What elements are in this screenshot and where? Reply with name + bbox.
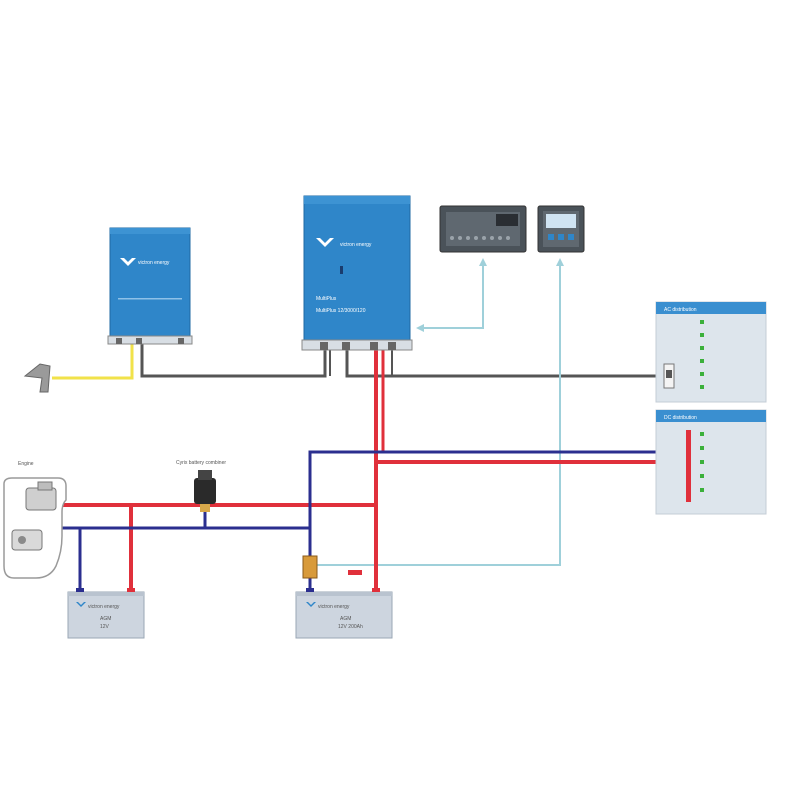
- inverter-model-2: MultiPlus 12/3000/120: [316, 308, 366, 314]
- charger-brand: victron energy: [138, 260, 170, 266]
- shore-plug-icon: [23, 363, 51, 393]
- shore-power-wire: [52, 340, 134, 380]
- charger-unit[interactable]: victron energy: [107, 227, 193, 345]
- monitor-icon[interactable]: [537, 205, 585, 253]
- battery-start-line2: 12V: [100, 624, 110, 630]
- terminal-icon: [306, 588, 314, 592]
- breaker-icon[interactable]: [700, 474, 704, 478]
- victron-logo-icon-3: [76, 602, 86, 607]
- breaker-icon[interactable]: [700, 446, 704, 450]
- terminal-icon: [372, 588, 380, 592]
- breaker-icon[interactable]: [700, 385, 704, 389]
- battery-start-line1: AGM: [100, 616, 111, 622]
- inverter-unit[interactable]: victron energy MultiPlus MultiPlus 12/30…: [301, 195, 413, 351]
- breaker-icon[interactable]: [700, 320, 704, 324]
- breaker-icon[interactable]: [700, 346, 704, 350]
- battery-house-line2: 12V 200Ah: [338, 624, 363, 630]
- breaker-icon[interactable]: [700, 488, 704, 492]
- victron-logo-icon-2: [316, 238, 334, 247]
- battery-house: victron energy AGM 12V 200Ah: [295, 591, 393, 639]
- victron-logo-icon-4: [306, 602, 316, 607]
- neg-wire-dc-panel: [308, 450, 688, 592]
- battery-house-line1: AGM: [340, 616, 351, 622]
- inverter-model-1: MultiPlus: [316, 296, 337, 302]
- battery-start-brand: victron energy: [88, 604, 120, 610]
- breaker-icon[interactable]: [700, 359, 704, 363]
- breaker-icon[interactable]: [700, 333, 704, 337]
- comm-wire-display: [420, 262, 484, 329]
- battery-house-brand: victron energy: [318, 604, 350, 610]
- status-led-icon: [340, 266, 343, 274]
- engine-label: Engine: [18, 461, 34, 467]
- terminal-icon: [76, 588, 84, 592]
- terminal-icon: [127, 588, 135, 592]
- dc-panel-title: DC distribution: [664, 415, 697, 421]
- dc-busbar-icon: [686, 430, 691, 502]
- breaker-icon[interactable]: [700, 460, 704, 464]
- breaker-icon[interactable]: [700, 432, 704, 436]
- comm-wire-monitor: [315, 262, 561, 566]
- breaker-icon[interactable]: [700, 372, 704, 376]
- ac-panel-title: AC distribution: [664, 307, 697, 313]
- victron-logo-icon: [120, 258, 136, 266]
- shunt-icon: [302, 555, 318, 579]
- ac-distribution-panel: AC distribution: [655, 301, 767, 403]
- fuse-icon: [348, 570, 362, 575]
- inverter-brand: victron energy: [340, 242, 372, 248]
- battery-start: victron energy AGM 12V: [67, 591, 145, 639]
- arrow-head-inverter: [416, 324, 424, 332]
- arrow-head-monitor: [556, 258, 564, 266]
- arrow-head-display: [479, 258, 487, 266]
- isolator-label: Cyrix battery combiner: [176, 460, 226, 466]
- display-panel-icon[interactable]: [439, 205, 527, 253]
- engine-icon: Engine: [3, 461, 67, 579]
- isolator-icon[interactable]: Cyrix battery combiner: [176, 460, 226, 512]
- dc-distribution-panel: DC distribution: [655, 409, 767, 515]
- ac-wire-charger: [140, 340, 327, 378]
- wires: [48, 258, 688, 592]
